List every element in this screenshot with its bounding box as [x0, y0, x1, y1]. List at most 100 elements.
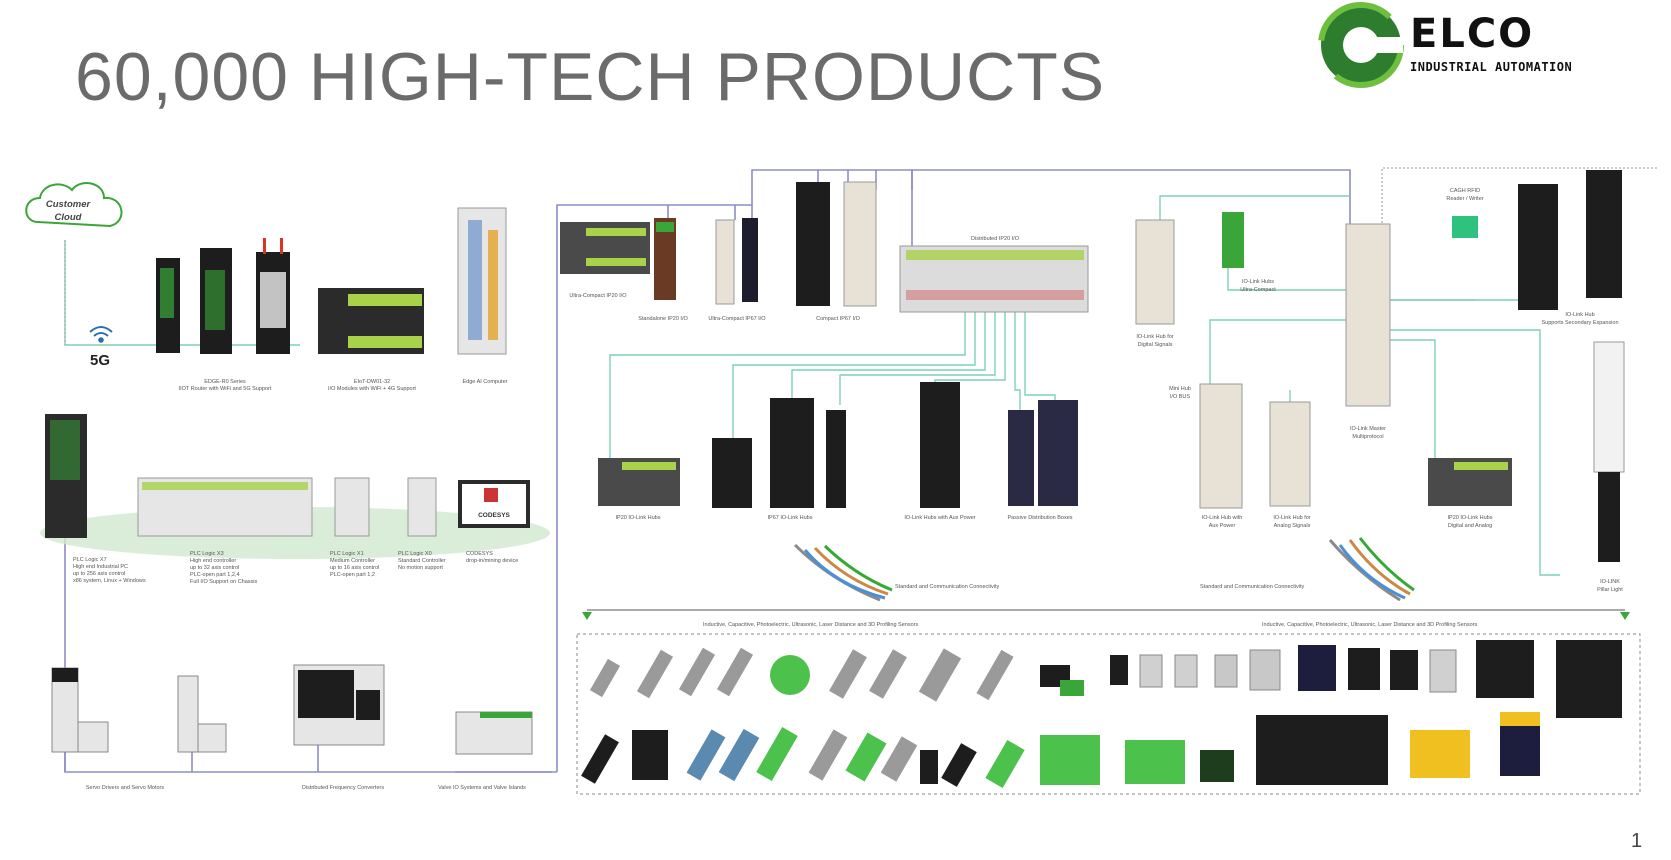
edge-computer-label: Edge AI Computer	[463, 379, 508, 385]
plc-x1-label-4: PLC-open part 1,2	[330, 572, 375, 578]
compact-ip67-label: Compact IP67 I/O	[816, 316, 860, 322]
codesys-label-2: drop-in/mining device	[466, 558, 518, 564]
pillar-light-device	[1593, 341, 1625, 562]
eiot-label-1: EIoT-DW01-32	[354, 379, 390, 385]
plc-x1-label-1: PLC Logic X1	[330, 551, 364, 557]
plc-x7-label-4: x86 system, Linux + Windows	[73, 578, 146, 584]
ip67-hubs-device	[712, 398, 846, 508]
hub-aux-label-2: Aux Power	[1209, 523, 1236, 529]
cable-bundle-right	[1328, 537, 1415, 602]
plc-x1-device	[334, 477, 370, 537]
plc-x1-label-3: up to 16 axis control	[330, 565, 379, 571]
hub-digital-device	[1135, 219, 1175, 325]
eiot-io-device	[318, 288, 424, 354]
valve-label: Valve IO Systems and Valve Islands	[438, 785, 526, 791]
plc-x3-device	[137, 477, 313, 537]
master-label-2: Multiprotocol	[1352, 434, 1383, 440]
wifi-icon	[89, 326, 113, 343]
valve-island-device	[455, 711, 533, 755]
standalone-ip20-label: Standalone IP20 I/O	[638, 316, 688, 322]
cloud-label-1: Customer	[46, 199, 92, 210]
hub-analog-label-2: Analog Signals	[1274, 523, 1311, 529]
network-5g-label: 5G	[90, 352, 110, 369]
codesys-laptop: CODESYS	[458, 480, 530, 528]
dotted-connection-lines	[64, 167, 1658, 345]
plc-x0-device	[407, 477, 437, 537]
hub-secondary-label-2: Supports Secondary Expansion	[1541, 320, 1618, 326]
sensors-row-2	[581, 712, 1540, 789]
rfid-label-1: CAGH RFID	[1450, 188, 1480, 194]
plc-x7-label-2: High end Industrial PC	[73, 564, 128, 570]
elco-logo-mark-icon	[1318, 2, 1404, 88]
compact-ip67-device	[796, 181, 877, 307]
hub-analog-label-1: IO-Link Hub for	[1273, 515, 1310, 521]
logo-wordmark: ELCO	[1410, 11, 1535, 57]
codesys-label-1: CODESYS	[466, 551, 493, 557]
mini-hub-label-2: I/O BUS	[1170, 394, 1191, 400]
eiot-label-2: I/O Modules with WiFi + 4G Support	[328, 386, 416, 392]
sensors-label-left: Inductive, Capacitive, Photoelectric, Ul…	[703, 622, 918, 628]
codesys-badge: CODESYS	[478, 512, 510, 519]
plc-x3-label-5: Full I/O Support on Chassis	[190, 579, 258, 585]
rfid-device	[1452, 216, 1478, 238]
edge-router-devices	[156, 238, 290, 354]
elco-logo: ELCO INDUSTRIAL AUTOMATION	[1318, 2, 1588, 88]
hub-ultra-compact-device	[1222, 212, 1244, 268]
hub-digital-label-2: Digital Signals	[1138, 342, 1173, 348]
ip20-hubs-da-device	[1428, 458, 1512, 506]
arrow-down-left-icon	[582, 612, 592, 620]
ip20-hubs-device	[598, 458, 680, 506]
ultra-compact-ip20-label: Ultra-Compact IP20 I/O	[569, 293, 627, 299]
ultra-compact-ip20-device	[560, 222, 650, 274]
servo-devices	[51, 667, 227, 753]
plc-x3-label-4: PLC-open part 1,2,4	[190, 572, 240, 578]
plc-x7-device	[45, 414, 87, 538]
logo-tagline: INDUSTRIAL AUTOMATION	[1410, 60, 1573, 74]
hub-analog-device	[1269, 401, 1311, 507]
frequency-converter-device	[293, 664, 385, 746]
page-title: 60,000 HIGH-TECH PRODUCTS	[75, 39, 1106, 115]
distributed-ip20-label: Distributed IP20 I/O	[971, 236, 1020, 242]
servo-label: Servo Drivers and Servo Motors	[86, 785, 164, 791]
hub-aux-label-1: IO-Link Hub with	[1202, 515, 1243, 521]
hub-secondary-devices	[1518, 170, 1622, 310]
aux-hubs-label: IO-Link Hubs with Aux Power	[904, 515, 975, 521]
standalone-ip20-device	[654, 218, 676, 300]
aux-hubs-device	[920, 382, 960, 508]
ultra-compact-ip67-label: Ultra-Compact IP67 I/O	[708, 316, 766, 322]
customer-cloud: Customer Cloud	[25, 182, 123, 228]
plc-x0-label-1: PLC Logic X0	[398, 551, 432, 557]
rfid-label-2: Reader / Writer	[1446, 196, 1483, 202]
page-number: 1	[1631, 830, 1643, 852]
pillar-light-label-2: Pillar Light	[1597, 587, 1623, 593]
sensors-label-right: Inductive, Capacitive, Photoelectric, Ul…	[1262, 622, 1477, 628]
arrow-down-right-icon	[1620, 612, 1630, 620]
plc-x7-label-1: PLC Logic X7	[73, 557, 107, 563]
plc-x0-label-2: Standard Controller	[398, 558, 446, 564]
sensors-row-1	[589, 640, 1622, 718]
plc-x1-label-2: Medium Controller	[330, 558, 375, 564]
edge-router-label-2: IIOT Router with WiFi and 5G Support	[179, 386, 272, 392]
ip67-hubs-label: IP67 IO-Link Hubs	[768, 515, 813, 521]
plc-x3-label-1: PLC Logic X3	[190, 551, 224, 557]
frequency-label: Distributed Frequency Converters	[302, 785, 384, 791]
edge-router-label-1: EDGE-R0 Series	[204, 379, 246, 385]
passive-boxes-device	[1008, 400, 1078, 506]
passive-boxes-label: Passive Distribution Boxes	[1007, 515, 1072, 521]
plc-x3-label-3: up to 32 axis control	[190, 565, 239, 571]
plc-x3-label-2: High end controller	[190, 558, 236, 564]
plc-x0-label-3: No motion support	[398, 565, 443, 571]
connectivity-right-label: Standard and Communication Connectivity	[1200, 584, 1305, 590]
distributed-ip20-device	[899, 245, 1089, 313]
master-label-1: IO-Link Master	[1350, 426, 1386, 432]
edge-computer-device	[457, 207, 507, 355]
master-multiprotocol-device	[1345, 223, 1391, 407]
hub-ultra-compact-label-2: Ultra-Compact	[1240, 287, 1276, 293]
cable-bundle-left	[793, 543, 893, 602]
hub-secondary-label-1: IO-Link Hub	[1565, 312, 1594, 318]
ip20-hubs-label: IP20 IO-Link Hubs	[616, 515, 661, 521]
hub-ultra-compact-label-1: IO-Link Hubs	[1242, 279, 1274, 285]
sensors-box	[576, 633, 1641, 795]
connectivity-left-label: Standard and Communication Connectivity	[895, 584, 1000, 590]
